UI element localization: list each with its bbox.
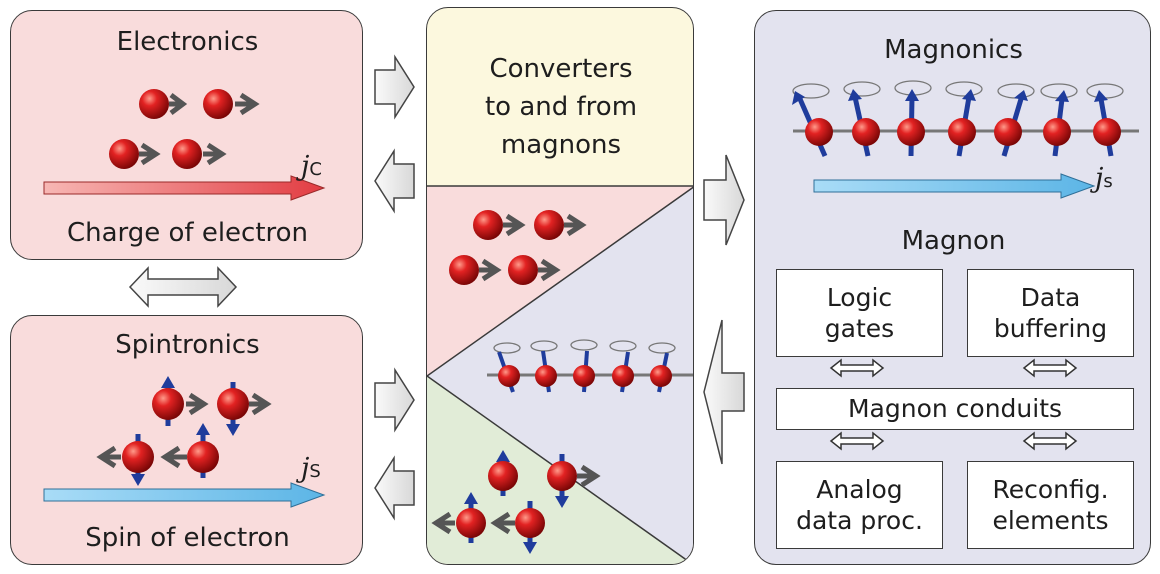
electron-icon [139, 89, 188, 119]
spin-wave-icon [792, 80, 1139, 158]
spin-down-electron-icon [490, 501, 545, 554]
electron-icon [508, 255, 561, 285]
spin-up-electron-icon [431, 492, 486, 543]
electronics-caption: Charge of electron [66, 218, 309, 248]
spintronics-panel: Spintronics [10, 315, 363, 565]
charge-current-label: jC [301, 151, 322, 182]
magnonics-title: Magnonics [884, 35, 1023, 65]
spin-up-electron-icon [152, 376, 209, 426]
arrow-left-icon [374, 455, 415, 521]
electronics-panel: Electronics jC Charge of electron [10, 10, 363, 260]
arrow-right-icon [374, 54, 415, 120]
magnonics-illustration [792, 80, 1139, 451]
electron-icon [534, 210, 587, 240]
converters-title: Converters to and from magnons [484, 54, 638, 160]
electronics-title: Electronics [116, 27, 259, 57]
arrow-left-icon [703, 319, 745, 465]
spintronics-caption: Spin of electron [85, 523, 290, 553]
converters-panel: Converters to and from magnons [426, 7, 694, 565]
spin-up-electron-icon [160, 423, 219, 478]
electron-icon [449, 255, 502, 285]
converters-illustration [427, 185, 693, 564]
analog-data-proc-block: Analog data proc. [776, 461, 943, 549]
double-arrow-icon [128, 266, 238, 308]
spin-wave-icon [487, 339, 693, 393]
electron-icon [172, 139, 227, 169]
electron-icon [473, 210, 526, 240]
arrow-left-icon [374, 148, 415, 214]
spin-down-electron-icon [547, 454, 601, 508]
double-arrow-icon [829, 358, 1078, 451]
arrow-right-icon [374, 367, 415, 433]
electronics-illustration [43, 89, 326, 201]
spin-up-electron-icon [488, 450, 518, 496]
electron-icon [109, 139, 161, 169]
charge-current-arrow [43, 175, 326, 201]
logic-gates-block: Logic gates [776, 269, 943, 357]
magnon-conduits-block: Magnon conduits [776, 388, 1134, 430]
arrow-right-icon [703, 154, 745, 246]
spin-current-arrow [813, 173, 1096, 199]
spin-down-electron-icon [96, 434, 154, 486]
spin-current-arrow [43, 482, 326, 508]
spintronics-illustration [43, 376, 326, 508]
reconfig-elements-block: Reconfig. elements [967, 461, 1134, 549]
magnon-current-label: js [1095, 163, 1113, 194]
magnon-subtitle: Magnon [901, 226, 1006, 256]
electron-icon [203, 89, 260, 119]
spin-down-electron-icon [217, 382, 272, 436]
spin-current-label: jS [301, 453, 321, 484]
spintronics-title: Spintronics [115, 330, 260, 360]
magnonics-panel: Magnonics [754, 10, 1151, 565]
data-buffering-block: Data buffering [967, 269, 1134, 357]
